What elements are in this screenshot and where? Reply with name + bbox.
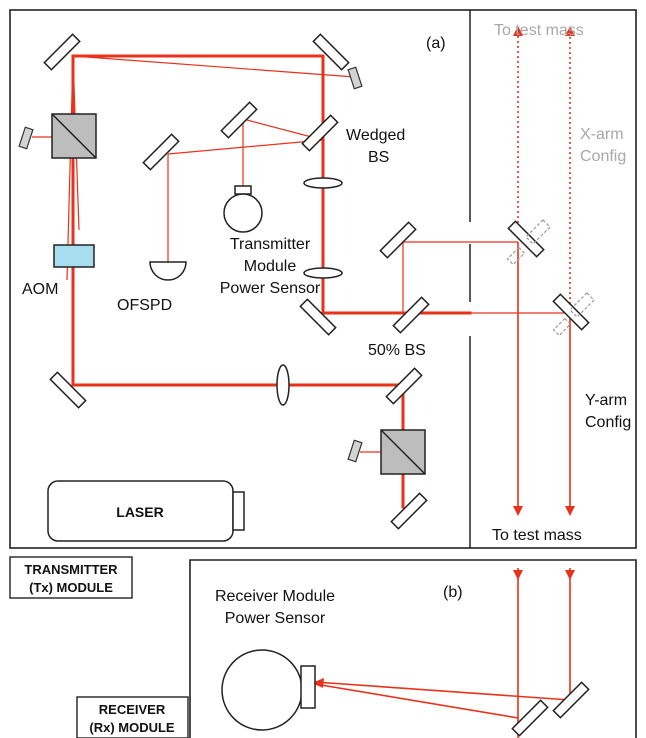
rx-sensor-label-1: Receiver Module [215, 588, 335, 605]
mirror-top-right [312, 33, 350, 71]
thin-beam-paths [32, 55, 570, 453]
to-test-mass-bottom: To test mass [492, 527, 582, 544]
arm-beams [314, 34, 571, 738]
rx-module-label-box: RECEIVER (Rx) MODULE [76, 696, 189, 738]
mirror-wedged-bs [301, 114, 339, 152]
lens-upper [303, 177, 343, 189]
lenses [276, 177, 343, 406]
to-test-mass-top: To test mass [494, 22, 584, 39]
mirror-rx-right [552, 681, 590, 719]
rx-sensor-label-2: Power Sensor [225, 610, 326, 627]
tx-sensor-label-1: Transmitter [230, 236, 311, 253]
x-arm-label-2: Config [580, 148, 626, 165]
ofspd-label: OFSPD [117, 297, 172, 314]
mirror-ofspd [142, 133, 180, 171]
ofspd-detector [149, 261, 187, 281]
mirror-top-left [43, 33, 81, 71]
rx-module-label-1: RECEIVER [99, 702, 166, 717]
rx-module-label-2: (Rx) MODULE [89, 720, 175, 735]
tx-module-label-box: TRANSMITTER (Tx) MODULE [9, 556, 133, 599]
mirror-bottom-left [49, 371, 87, 409]
wedged-bs-label-1: Wedged [346, 127, 405, 144]
laser-unit [47, 480, 245, 542]
pbs-cube-lower [380, 429, 426, 475]
y-arm-label-1: Y-arm [585, 392, 627, 409]
mirror-rx-left [511, 699, 549, 737]
laser-label: LASER [116, 504, 163, 520]
tx-sensor-label-2: Module [244, 258, 297, 275]
y-arm-label-2: Config [585, 414, 631, 431]
mirrors [43, 33, 590, 737]
x-arm-label-1: X-arm [580, 126, 624, 143]
aom-block [53, 244, 95, 268]
mirror-x-arm [507, 220, 545, 258]
mirror-periscope [379, 221, 417, 259]
panel-b-label: (b) [443, 584, 463, 601]
lens-lower [303, 267, 343, 279]
tx-module-label-2: (Tx) MODULE [29, 580, 113, 595]
wedged-bs-label-2: BS [368, 149, 389, 166]
tx-module-frame [9, 9, 637, 549]
bs50-label: 50% BS [368, 342, 426, 359]
mirror-lower-corner [299, 298, 337, 336]
mirror-y-arm [552, 293, 590, 331]
mirror-tx-sensor [220, 101, 258, 139]
panel-a-label: (a) [426, 35, 446, 52]
arrowheads [312, 26, 575, 688]
lens-horizontal [276, 364, 290, 406]
beam-dumps [18, 66, 363, 463]
tx-module-label-1: TRANSMITTER [24, 562, 118, 577]
tx-sensor-label-3: Power Sensor [220, 280, 321, 297]
pbs-cube-upper [51, 113, 97, 159]
tx-power-sensor [223, 185, 263, 233]
mirror-laser-out [390, 492, 428, 530]
rx-module-frame [189, 559, 637, 738]
aom-label: AOM [22, 281, 58, 298]
mirror-bottom-right [385, 367, 423, 405]
rx-power-sensor [221, 649, 316, 731]
beam-splitter-50 [392, 296, 430, 334]
